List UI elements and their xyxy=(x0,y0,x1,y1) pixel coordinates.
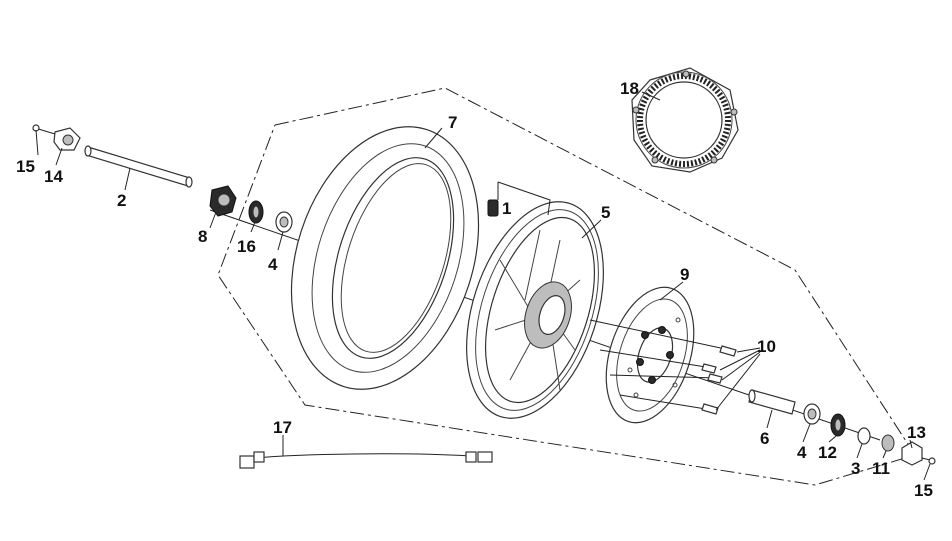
callout-3: 3 xyxy=(851,459,860,478)
sensor-housing xyxy=(209,185,237,217)
callout-8: 8 xyxy=(198,227,207,246)
tire xyxy=(290,126,480,390)
oil-seal-left xyxy=(248,200,264,224)
callout-4-right: 4 xyxy=(797,443,807,462)
callout-6: 6 xyxy=(760,429,769,448)
callout-18: 18 xyxy=(620,79,639,98)
collar xyxy=(857,427,871,445)
sensor-cable xyxy=(239,451,493,469)
axle xyxy=(84,145,193,188)
callout-9: 9 xyxy=(680,265,689,284)
bearing-left xyxy=(275,211,293,233)
axle-nut xyxy=(901,441,923,466)
callout-11: 11 xyxy=(872,459,890,478)
callout-labels: 15 14 2 8 16 4 7 1 5 9 10 6 4 12 3 11 13… xyxy=(16,79,933,500)
brake-disc xyxy=(605,286,695,424)
callout-15-left: 15 xyxy=(16,157,35,176)
axle-clamp xyxy=(53,127,81,151)
valve-stem xyxy=(487,181,551,217)
callout-1: 1 xyxy=(502,199,511,218)
washer xyxy=(881,434,895,452)
wheel-rim xyxy=(466,201,604,419)
bearing-right xyxy=(803,403,821,425)
callout-4-left: 4 xyxy=(268,255,278,274)
callout-2: 2 xyxy=(117,191,126,210)
callout-16: 16 xyxy=(237,237,256,256)
disc-bolts xyxy=(589,319,737,415)
callout-14: 14 xyxy=(44,167,63,186)
wheel-spacer xyxy=(748,389,796,415)
callout-15-right: 15 xyxy=(914,481,933,500)
leader-lines xyxy=(35,91,931,481)
axle-bolt-right xyxy=(921,457,936,465)
callout-7: 7 xyxy=(448,113,457,132)
callout-17: 17 xyxy=(273,418,292,437)
callout-13: 13 xyxy=(907,423,926,442)
callout-5: 5 xyxy=(601,203,610,222)
oil-seal-right xyxy=(830,413,846,437)
callout-10: 10 xyxy=(757,337,776,356)
callout-12: 12 xyxy=(818,443,837,462)
abs-tone-ring xyxy=(631,67,739,173)
